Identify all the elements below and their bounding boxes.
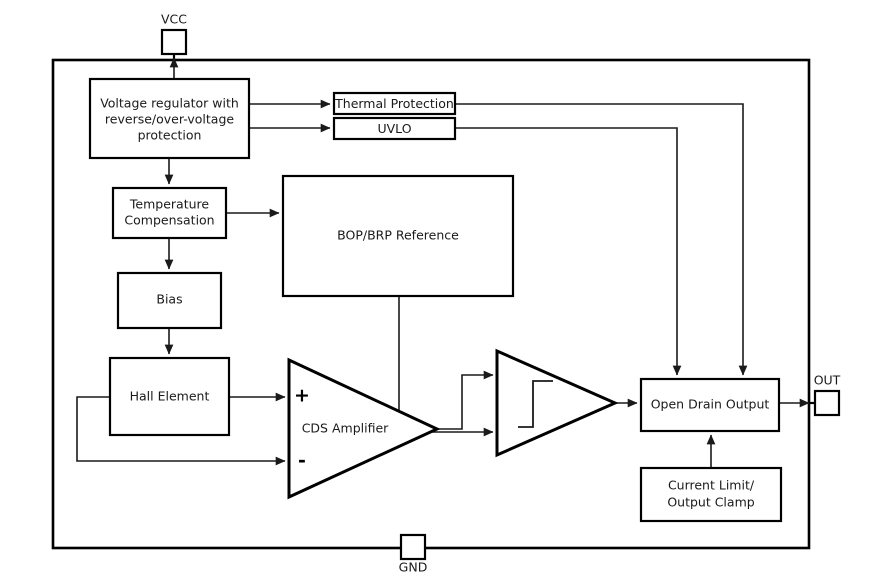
temperature-compensation-box[interactable]: [111, 186, 228, 240]
pin-gnd: GND: [399, 533, 428, 575]
voltage-regulator-label-line1: Voltage regulator with: [100, 96, 239, 111]
wire-hall-element-to-cds-minus: [76, 396, 286, 466]
schmitt-trigger-triangle[interactable]: [495, 348, 619, 458]
hall-element-box[interactable]: [108, 356, 231, 437]
thermal-protection-label: Thermal Protection: [334, 96, 454, 111]
block-bop-brp-reference[interactable]: BOP/BRP Reference: [281, 174, 515, 298]
cds-amplifier-label: CDS Amplifier: [302, 421, 389, 436]
wire-uvlo-to-open-drain: [455, 127, 682, 376]
cds-amplifier-minus-sign: -: [298, 450, 306, 472]
voltage-regulator-label-line3: protection: [138, 128, 202, 143]
out-pin-label: OUT: [814, 373, 841, 388]
gnd-pin-label: GND: [399, 560, 428, 575]
cds-amplifier-triangle[interactable]: [287, 357, 441, 500]
open-drain-output-box[interactable]: [639, 377, 781, 433]
bop-brp-reference-box[interactable]: [281, 174, 515, 298]
wire-thermal-protection-to-open-drain: [455, 103, 748, 376]
bias-label: Bias: [156, 292, 182, 307]
temperature-compensation-label-line1: Temperature: [129, 197, 209, 212]
current-limit-output-clamp-label-line1: Current Limit/: [668, 478, 755, 493]
block-temperature-compensation[interactable]: Temperature Compensation: [111, 186, 228, 240]
block-schmitt-trigger[interactable]: [495, 348, 619, 458]
block-voltage-regulator[interactable]: Voltage regulator with reverse/over-volt…: [88, 77, 251, 160]
block-hall-element[interactable]: Hall Element: [108, 356, 231, 437]
cds-amplifier-plus-sign: +: [294, 385, 310, 407]
temperature-compensation-label-line2: Compensation: [124, 213, 214, 228]
open-drain-output-label: Open Drain Output: [651, 397, 770, 412]
bias-box[interactable]: [116, 271, 223, 330]
bop-brp-reference-label: BOP/BRP Reference: [337, 228, 459, 243]
wire-cds-amplifier-to-schmitt-trigger: [437, 370, 494, 430]
block-open-drain-output[interactable]: Open Drain Output: [639, 377, 781, 433]
voltage-regulator-box[interactable]: [88, 77, 251, 160]
block-thermal-protection[interactable]: Thermal Protection: [332, 91, 457, 116]
pin-vcc: VCC: [160, 12, 188, 60]
pin-out: OUT: [809, 373, 841, 417]
block-cds-amplifier[interactable]: + - CDS Amplifier: [287, 357, 441, 500]
thermal-protection-box[interactable]: [332, 91, 457, 116]
vcc-pin-label: VCC: [161, 12, 187, 27]
hall-element-label: Hall Element: [130, 389, 210, 404]
uvlo-label: UVLO: [377, 121, 411, 136]
current-limit-output-clamp-label-line2: Output Clamp: [667, 495, 754, 510]
block-uvlo[interactable]: UVLO: [332, 116, 457, 141]
vcc-pin-pad: [160, 28, 188, 56]
uvlo-box[interactable]: [332, 116, 457, 141]
voltage-regulator-label-line2: reverse/over-voltage: [105, 112, 234, 127]
block-bias[interactable]: Bias: [116, 271, 223, 330]
block-current-limit-output-clamp[interactable]: Current Limit/ Output Clamp: [639, 466, 783, 523]
wire-layer: [76, 57, 810, 468]
gnd-pin-pad: [399, 533, 427, 561]
current-limit-output-clamp-box[interactable]: [639, 466, 783, 523]
hysteresis-icon: [518, 380, 553, 428]
out-pin-pad: [813, 389, 841, 417]
